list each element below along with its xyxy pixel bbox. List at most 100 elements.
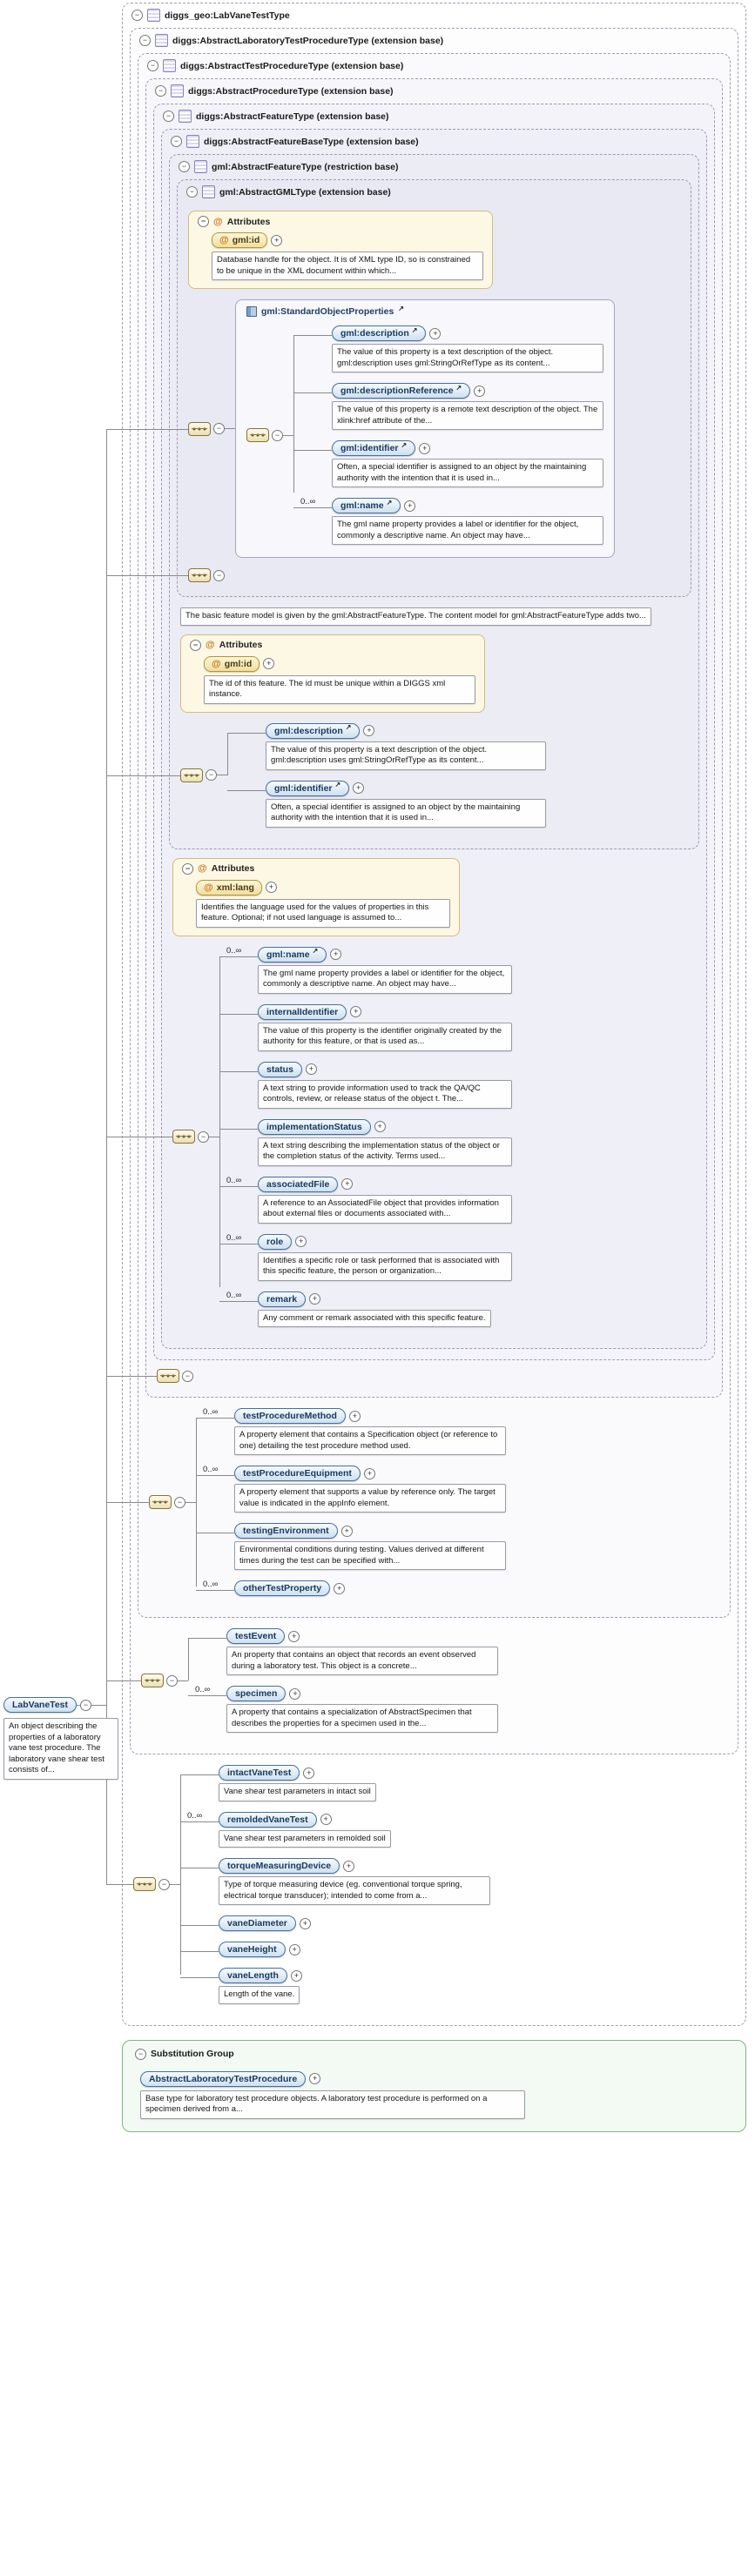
attribute-label: xml:lang [216,882,254,893]
expand-toggle[interactable]: + [474,385,486,397]
element-vaneheight[interactable]: vaneHeight [219,1942,286,1957]
element-testproceduremethod[interactable]: testProcedureMethod [234,1408,346,1424]
doc-box: Length of the vane. [219,1986,300,2004]
expand-toggle[interactable]: + [295,1236,307,1247]
expand-toggle[interactable]: + [305,1063,317,1075]
expand-toggle[interactable]: + [299,1917,311,1929]
expand-toggle[interactable]: + [341,1178,354,1190]
collapse-toggle[interactable]: − [179,161,190,172]
element-specimen[interactable]: specimen [226,1686,286,1701]
schema-item: 0..∞ otherTestProperty + [196,1580,506,1596]
element-othertestproperty[interactable]: otherTestProperty [234,1580,331,1596]
element-gml-descriptionreference[interactable]: gml:descriptionReference ↗ [332,383,471,399]
element-vanelength[interactable]: vaneLength [219,1968,287,1983]
collapse-toggle[interactable]: − [135,2048,146,2060]
element-gml-description[interactable]: gml:description ↗ [332,325,427,341]
connector-line [225,428,235,429]
collapse-toggle[interactable]: − [190,639,201,651]
expand-toggle[interactable]: + [340,1525,353,1537]
expand-toggle[interactable]: + [265,882,277,893]
element-gml-identifier[interactable]: gml:identifier ↗ [332,440,416,456]
expand-toggle[interactable]: + [429,327,442,339]
collapse-toggle[interactable]: − [213,423,225,434]
expand-toggle[interactable]: + [309,2073,321,2084]
collapse-toggle[interactable]: − [272,429,283,441]
schema-item: 0..∞ remoldedVaneTest + Vane shear test … [180,1811,490,1848]
expand-toggle[interactable]: + [404,500,416,512]
collapse-toggle[interactable]: − [182,862,193,875]
group-title[interactable]: gml:StandardObjectProperties [261,306,394,317]
expand-toggle[interactable]: + [330,949,342,960]
expand-toggle[interactable]: + [353,782,365,794]
expand-toggle[interactable]: + [271,234,283,246]
collapse-toggle[interactable]: − [131,10,143,21]
collapse-toggle[interactable]: − [182,1370,193,1382]
element-abstractlaboratorytestprocedure[interactable]: AbstractLaboratoryTestProcedure [140,2070,307,2087]
element-internalidentifier[interactable]: internalIdentifier [258,1003,347,1020]
element-status[interactable]: status [258,1061,302,1077]
expand-toggle[interactable]: + [348,1410,361,1422]
collapse-toggle[interactable]: − [139,35,151,46]
expand-toggle[interactable]: + [288,1943,300,1955]
collapse-toggle[interactable]: − [171,136,182,147]
schema-item: 0..∞ specimen + A property that contains… [188,1685,498,1733]
element-label: internalIdentifier [266,1006,339,1017]
collapse-toggle[interactable]: − [174,1496,185,1508]
collapse-toggle[interactable]: − [166,1674,178,1687]
element-remark[interactable]: remark [258,1291,307,1307]
schema-item: 0..∞ associatedFile + A referenc [219,1176,512,1224]
element-remoldedvanetest[interactable]: remoldedVaneTest [219,1811,317,1828]
collapse-toggle[interactable]: − [198,216,209,227]
element-testingenvironment[interactable]: testingEnvironment [234,1523,338,1539]
expand-toggle[interactable]: + [363,725,375,736]
collapse-toggle[interactable]: − [186,186,198,198]
element-intactvanetest[interactable]: intactVaneTest [219,1765,300,1781]
expand-toggle[interactable]: + [320,1814,332,1825]
expand-toggle[interactable]: + [290,1969,302,1982]
expand-toggle[interactable]: + [350,1006,362,1017]
doc-box: A property that contains a specializatio… [226,1704,498,1733]
collapse-toggle[interactable]: − [163,111,174,122]
schema-item: intactVaneTest + Vane shear test paramet… [180,1765,490,1801]
attribute-gml-id[interactable]: @ gml:id [212,232,268,248]
expand-toggle[interactable]: + [363,1467,375,1479]
expand-toggle[interactable]: + [343,1860,355,1872]
element-gml-name[interactable]: gml:name ↗ [258,946,327,963]
attribute-xml-lang[interactable]: @ xml:lang [196,879,262,896]
sequence-icon [188,568,211,582]
element-torquemeasuringdevice[interactable]: torqueMeasuringDevice [219,1858,340,1874]
collapse-toggle[interactable]: − [147,60,158,71]
collapse-toggle[interactable]: − [198,1130,209,1143]
element-role[interactable]: role [258,1233,293,1250]
element-gml-identifier[interactable]: gml:identifier ↗ [266,780,350,796]
cardinality-label: 0..∞ [226,945,242,956]
type-title: diggs:AbstractFeatureBaseType (extension… [204,136,419,147]
cardinality-label: 0..∞ [203,1407,219,1417]
expand-toggle[interactable]: + [334,1582,346,1594]
collapse-toggle[interactable]: − [213,569,225,581]
element-testprocedureequipment[interactable]: testProcedureEquipment [234,1466,361,1481]
group-box-standardobjectproperties: gml:StandardObjectProperties ↗ − [235,299,615,558]
collapse-toggle[interactable]: − [155,85,166,97]
collapse-toggle[interactable]: − [158,1878,170,1890]
element-gml-name[interactable]: gml:name ↗ [332,498,401,513]
collapse-toggle[interactable]: − [206,769,217,781]
element-associatedfile[interactable]: associatedFile [258,1176,339,1192]
element-gml-description[interactable]: gml:description ↗ [266,722,361,739]
complextype-icon [163,59,176,72]
element-implementationstatus[interactable]: implementationStatus [258,1118,371,1135]
expand-toggle[interactable]: + [419,442,431,454]
expand-toggle[interactable]: + [374,1121,386,1132]
expand-toggle[interactable]: + [303,1767,315,1779]
expand-toggle[interactable]: + [263,658,275,669]
expand-toggle[interactable]: + [289,1687,301,1700]
labvanetest-element[interactable]: LabVaneTest [3,1697,77,1713]
element-testevent[interactable]: testEvent [226,1628,286,1644]
expand-toggle[interactable]: + [309,1293,321,1305]
element-vanediameter[interactable]: vaneDiameter [219,1915,296,1931]
collapse-toggle[interactable]: − [80,1699,91,1711]
expand-toggle[interactable]: + [288,1630,300,1642]
sequence-compositor: − [157,1369,193,1383]
attribute-gml-id[interactable]: @ gml:id [204,655,260,672]
